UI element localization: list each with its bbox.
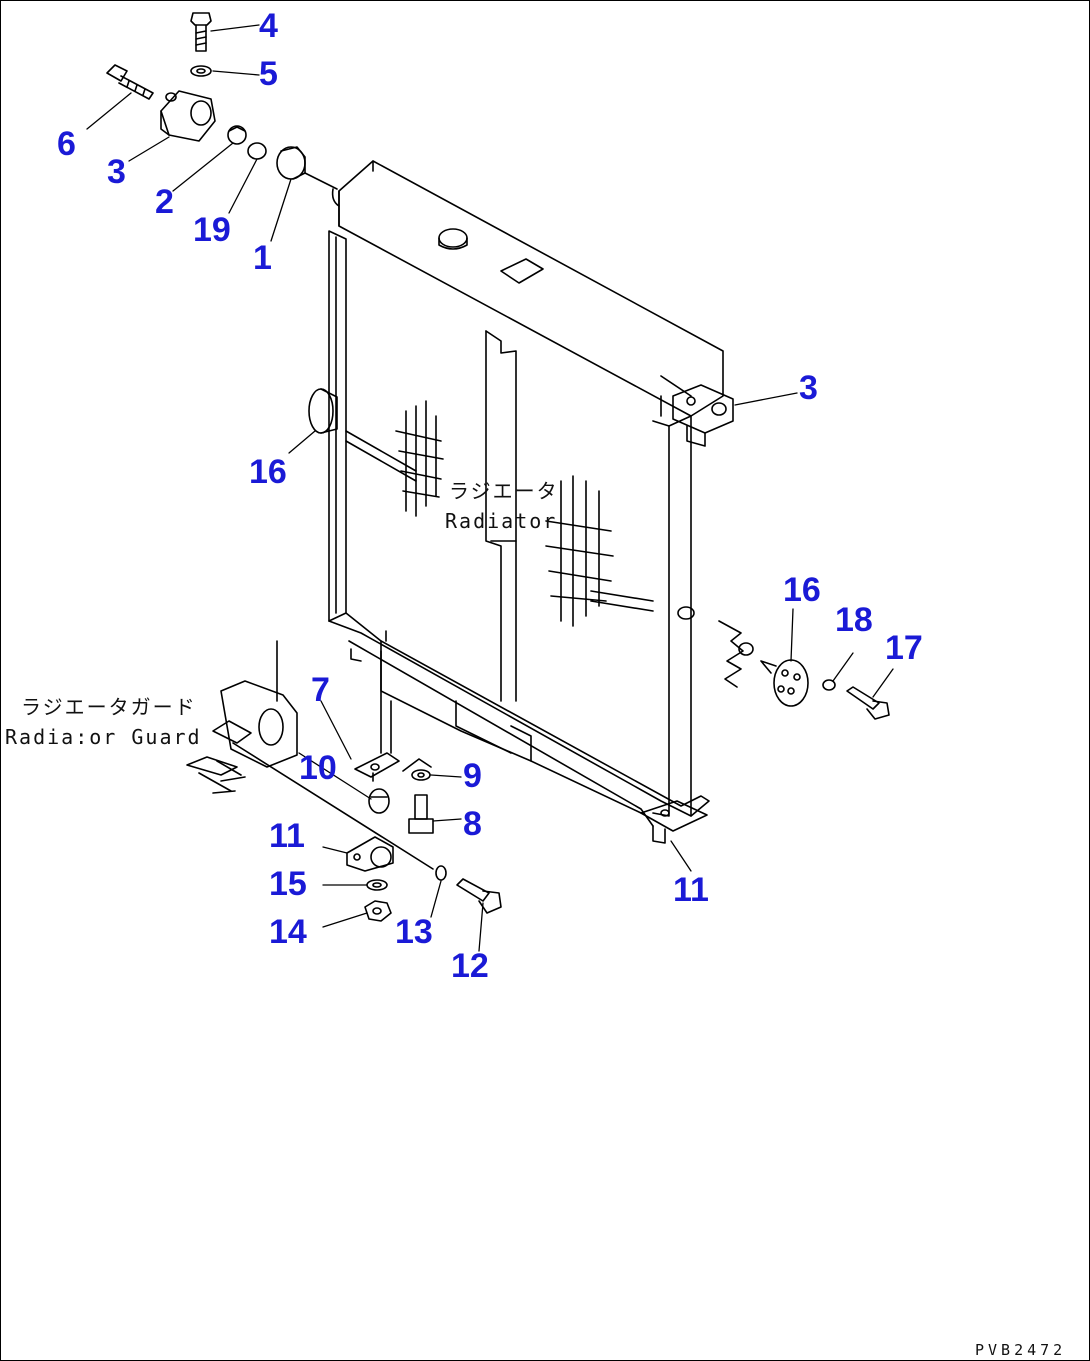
callout-7: 7 <box>311 671 330 709</box>
callout-15: 15 <box>269 865 307 903</box>
top-left-hardware <box>106 12 338 190</box>
right-hardware <box>718 620 890 720</box>
callout-19: 19 <box>193 211 231 249</box>
radiator-guard-label-en: Radia:or Guard <box>5 725 202 749</box>
callout-4: 4 <box>259 7 278 45</box>
callout-14: 14 <box>269 913 307 951</box>
callout-13: 13 <box>395 913 433 951</box>
callout-5: 5 <box>259 55 278 93</box>
callout-6: 6 <box>57 125 76 163</box>
callout-12: 12 <box>451 947 489 985</box>
radiator-guard <box>186 640 502 922</box>
radiator-label-en: Radiator <box>445 509 558 533</box>
leader-lines <box>86 24 894 952</box>
callout-3-top-left: 3 <box>107 153 126 191</box>
callout-11-right: 11 <box>673 871 709 909</box>
radiator-label-jp: ラジエータ <box>449 479 559 503</box>
callout-9: 9 <box>463 757 482 795</box>
callout-8: 8 <box>463 805 482 843</box>
callout-16-left: 16 <box>249 453 287 491</box>
diagram-code: PVB2472 <box>975 1341 1067 1359</box>
callout-3-right: 3 <box>799 369 818 407</box>
callout-10: 10 <box>299 749 337 787</box>
callout-16-right: 16 <box>783 571 821 609</box>
callout-2: 2 <box>155 183 174 221</box>
callout-1: 1 <box>253 239 272 277</box>
callout-11-lower: 11 <box>269 817 305 855</box>
callout-18: 18 <box>835 601 873 639</box>
callout-17: 17 <box>885 629 923 667</box>
radiator-guard-label-jp: ラジエータガード <box>21 695 197 719</box>
